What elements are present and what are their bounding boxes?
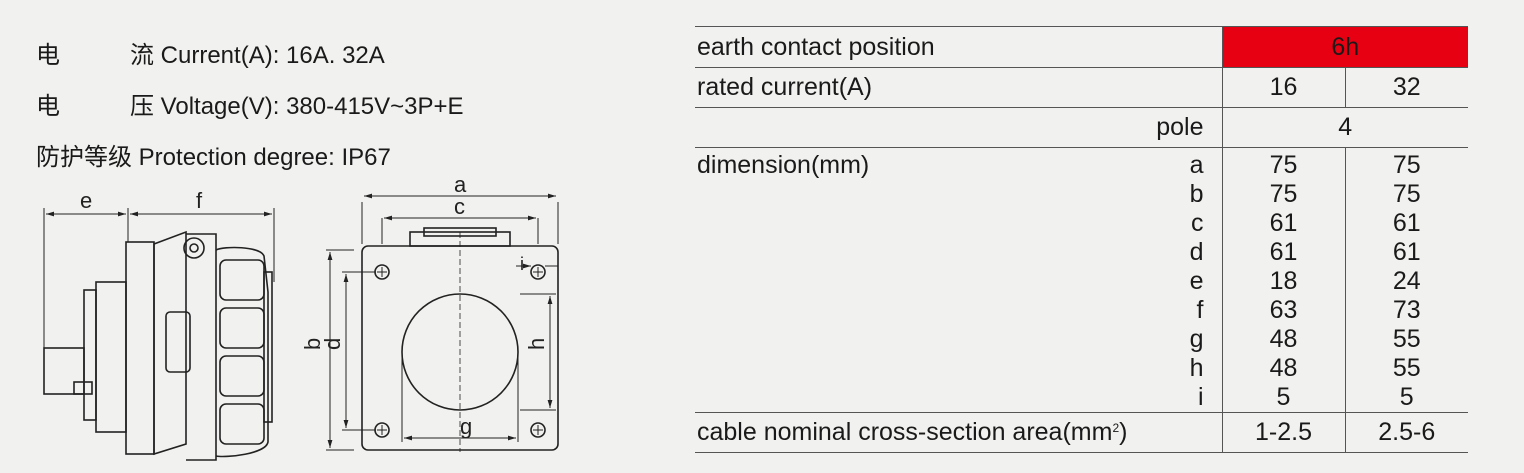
spec-current-cn-b: 流 — [130, 41, 154, 69]
spec-protection: 防护等级 Protection degree: IP67 — [36, 132, 464, 183]
dim-value: 24 — [1392, 267, 1421, 295]
spec-protection-cn: 防护等级 — [36, 143, 132, 171]
spec-current-text: Current(A): 16A. 32A — [160, 42, 385, 69]
dim-value: 73 — [1392, 296, 1421, 324]
row-dimensions: dimension(mm) a b c d e f g h i 75 75 61… — [695, 147, 1468, 413]
dim-value: 61 — [1392, 209, 1421, 237]
dim-value: 55 — [1392, 325, 1421, 353]
earth-value: 6h — [1221, 26, 1468, 68]
spec-voltage-cn-a: 电 — [36, 92, 60, 120]
dim-value: 18 — [1269, 267, 1298, 295]
spec-table: earth contact position 6h rated current(… — [695, 26, 1468, 453]
pole-label: pole — [695, 107, 1222, 148]
dim-value: 63 — [1269, 296, 1298, 324]
dim-value: 75 — [1392, 180, 1421, 208]
dim-label-i: i — [520, 254, 524, 274]
front-view — [326, 193, 559, 452]
row-pole: pole 4 — [695, 107, 1468, 148]
dim-key: d — [1189, 238, 1204, 266]
dim-label-d: d — [320, 338, 345, 350]
dim-label-a: a — [454, 172, 467, 197]
spec-current-cn-a: 电 — [36, 41, 60, 69]
dim-label-e: e — [80, 188, 92, 213]
dim-label-g: g — [460, 414, 472, 439]
dim-value: 48 — [1269, 325, 1298, 353]
row-cable-area: cable nominal cross-section area(mm2) 1-… — [695, 412, 1468, 453]
dim-label-b: b — [300, 338, 325, 350]
spec-voltage-text: Voltage(V): 380-415V~3P+E — [160, 93, 464, 120]
dim-value: 75 — [1392, 151, 1421, 179]
dim-key: g — [1189, 325, 1204, 353]
technical-drawing: e f a c g i b d h — [43, 172, 559, 461]
dim-key: h — [1189, 354, 1204, 382]
side-view — [43, 208, 275, 461]
dim-values-16: 75 75 61 61 18 63 48 48 5 — [1221, 147, 1345, 413]
dim-key: i — [1197, 383, 1204, 411]
dim-value: 75 — [1269, 151, 1298, 179]
dim-key: c — [1191, 209, 1204, 237]
spec-protection-text: Protection degree: IP67 — [138, 144, 391, 171]
dim-key: e — [1189, 267, 1204, 295]
cable-value-16: 1-2.5 — [1221, 412, 1345, 453]
dim-value: 61 — [1392, 238, 1421, 266]
dim-value: 75 — [1269, 180, 1298, 208]
dim-key: a — [1189, 151, 1204, 179]
dim-value: 48 — [1269, 354, 1298, 382]
spec-list: 电流 Current(A): 16A. 32A 电压 Voltage(V): 3… — [36, 30, 464, 183]
dim-keys: a b c d e f g h i — [1116, 147, 1222, 413]
rated-value-16: 16 — [1221, 67, 1345, 108]
dimension-label: dimension(mm) — [695, 147, 1116, 413]
cable-label: cable nominal cross-section area(mm2) — [695, 412, 1222, 453]
cable-value-32: 2.5-6 — [1344, 412, 1468, 453]
dim-value: 5 — [1276, 383, 1291, 411]
pole-value: 4 — [1221, 107, 1468, 148]
row-rated-current: rated current(A) 16 32 — [695, 67, 1468, 108]
dim-value: 55 — [1392, 354, 1421, 382]
dim-label-h: h — [524, 338, 549, 350]
dim-label-f: f — [196, 188, 203, 213]
dim-key: b — [1189, 180, 1204, 208]
dim-key: f — [1196, 296, 1204, 324]
dim-value: 61 — [1269, 238, 1298, 266]
dim-label-c: c — [454, 194, 465, 219]
spec-voltage-cn-b: 压 — [130, 92, 154, 120]
spec-voltage: 电 压 Voltage(V): 380-415V~3P+E — [36, 81, 464, 132]
rated-value-32: 32 — [1344, 67, 1468, 108]
dim-value: 5 — [1399, 383, 1414, 411]
spec-current: 电 流 Current(A): 16A. 32A — [36, 30, 464, 81]
rated-label: rated current(A) — [695, 67, 1222, 108]
dim-value: 61 — [1269, 209, 1298, 237]
earth-label: earth contact position — [695, 26, 1222, 68]
row-earth-contact: earth contact position 6h — [695, 26, 1468, 68]
dim-values-32: 75 75 61 61 24 73 55 55 5 — [1344, 147, 1468, 413]
